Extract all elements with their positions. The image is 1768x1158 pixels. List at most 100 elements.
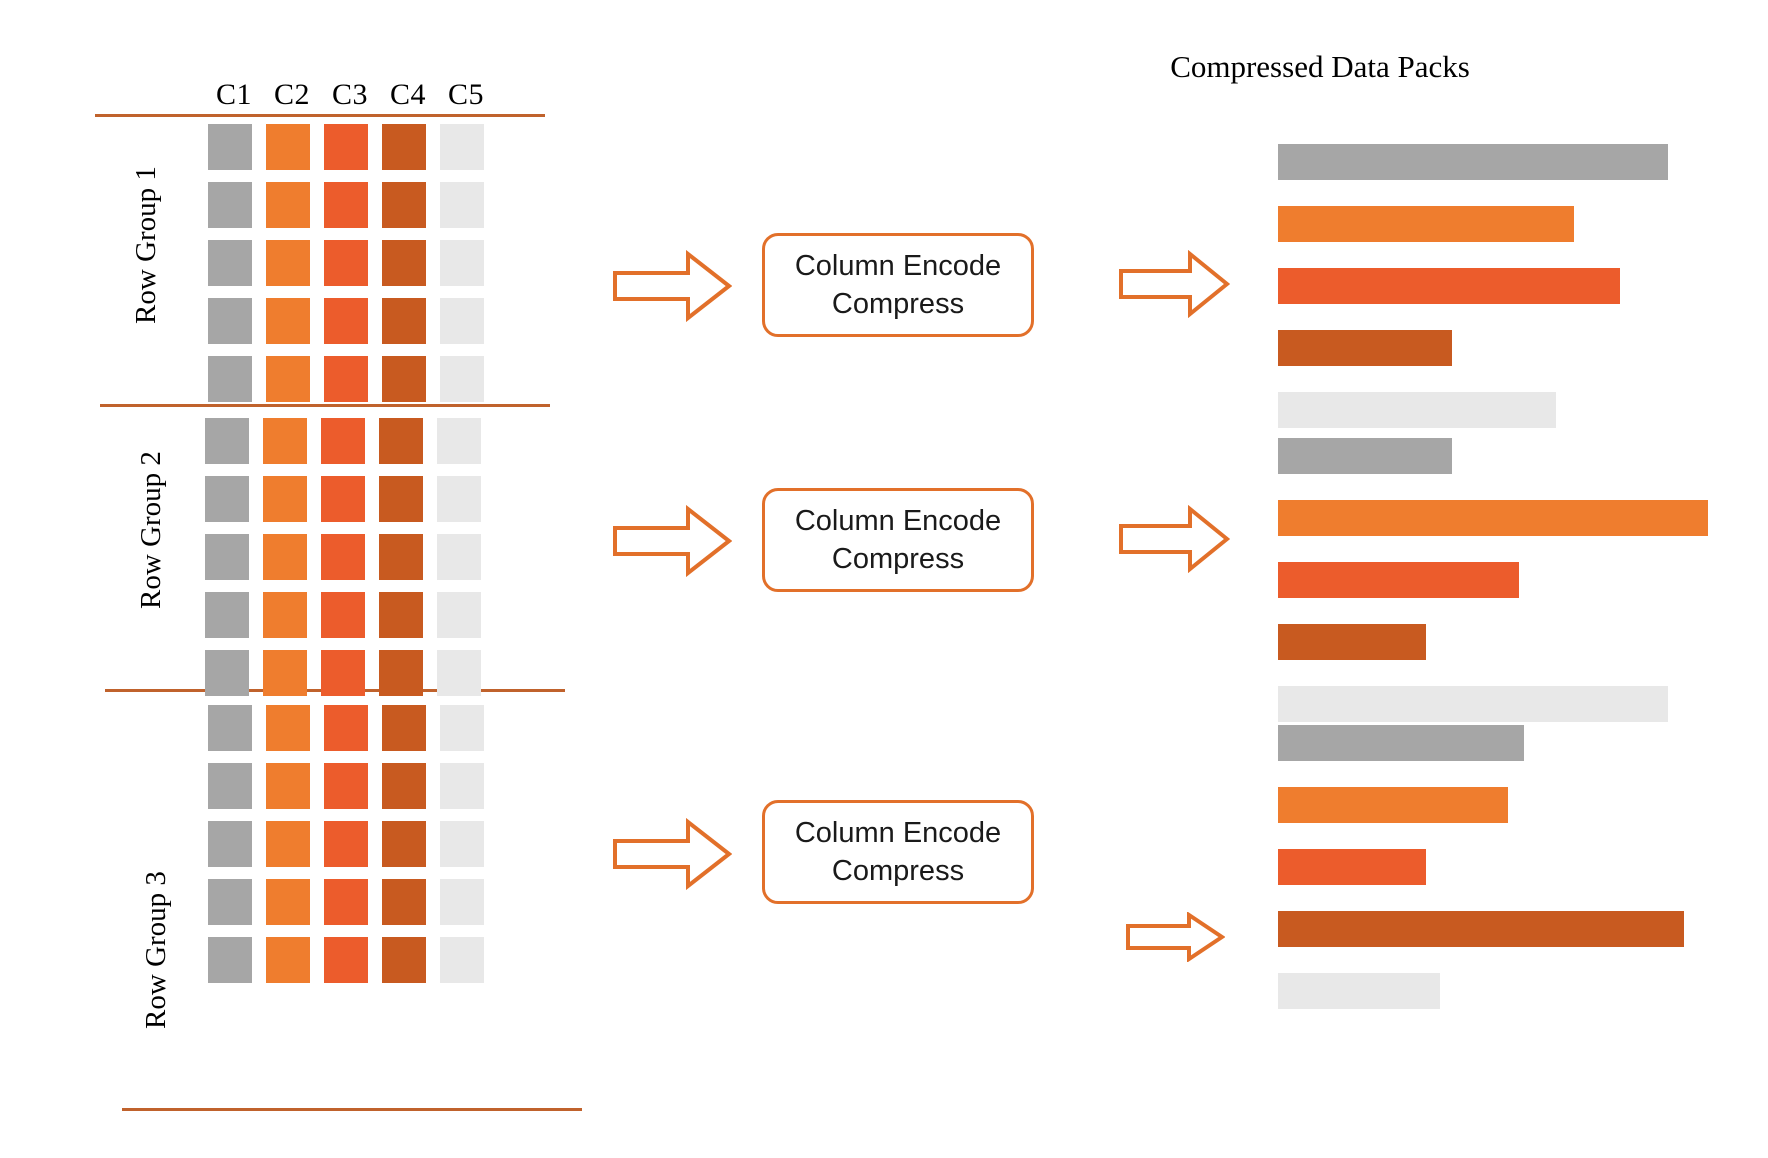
pack-bar-rg2-c4 — [1278, 624, 1426, 660]
cell-rg3-r3-c5 — [440, 821, 484, 867]
row-group-2-label: Row Group 2 — [135, 451, 167, 609]
pack-bar-rg3-c4 — [1278, 911, 1684, 947]
column-header-c2: C2 — [273, 78, 310, 111]
process-box-1-line1: Column Encode — [794, 250, 1002, 282]
cell-rg2-r1-c1 — [205, 418, 249, 464]
pack-bar-rg2-c3 — [1278, 562, 1519, 598]
cell-rg1-r1-c2 — [266, 124, 310, 170]
cell-rg1-r4-c5 — [440, 298, 484, 344]
arrow-right-icon — [1119, 505, 1230, 573]
process-box-3[interactable]: Column Encode Compress — [762, 800, 1034, 904]
process-box-2-line2: Compress — [831, 543, 965, 575]
cell-rg2-r2-c5 — [437, 476, 481, 522]
cell-rg1-r5-c1 — [208, 356, 252, 402]
cell-rg2-r3-c2 — [263, 534, 307, 580]
cell-rg2-r5-c2 — [263, 650, 307, 696]
pack-bar-rg2-c5 — [1278, 686, 1668, 722]
pack-bar-rg3-c2 — [1278, 787, 1508, 823]
cell-rg2-r4-c4 — [379, 592, 423, 638]
cell-rg3-r5-c4 — [382, 937, 426, 983]
pack-bar-rg3-c3 — [1278, 849, 1426, 885]
process-box-2[interactable]: Column Encode Compress — [762, 488, 1034, 592]
cell-rg2-r3-c3 — [321, 534, 365, 580]
packs-title: Compressed Data Packs — [1170, 49, 1470, 84]
cell-rg1-r3-c1 — [208, 240, 252, 286]
pack-group-1 — [1278, 144, 1668, 428]
cell-rg2-r1-c5 — [437, 418, 481, 464]
cell-rg3-r2-c3 — [324, 763, 368, 809]
cell-rg3-r4-c1 — [208, 879, 252, 925]
pack-bar-rg1-c1 — [1278, 144, 1668, 180]
row-group-1-grid — [208, 124, 484, 402]
column-header-c4: C4 — [389, 78, 426, 111]
cell-rg2-r2-c4 — [379, 476, 423, 522]
cell-rg2-r4-c2 — [263, 592, 307, 638]
process-box-2-line1: Column Encode — [794, 505, 1002, 537]
cell-rg3-r1-c4 — [382, 705, 426, 751]
column-header-row: C1 C2 C3 C4 C5 — [205, 78, 495, 112]
cell-rg1-r2-c5 — [440, 182, 484, 228]
row-group-divider-1 — [100, 404, 550, 407]
process-box-1-line2: Compress — [831, 288, 965, 320]
cell-rg1-r3-c3 — [324, 240, 368, 286]
cell-rg3-r2-c4 — [382, 763, 426, 809]
cell-rg1-r1-c3 — [324, 124, 368, 170]
row-group-3-label: Row Group 3 — [140, 871, 172, 1029]
pack-bar-rg1-c3 — [1278, 268, 1620, 304]
cell-rg3-r5-c2 — [266, 937, 310, 983]
row-group-divider-top — [95, 114, 545, 117]
input-arrow-3 — [612, 818, 732, 890]
cell-rg3-r4-c4 — [382, 879, 426, 925]
cell-rg3-r3-c3 — [324, 821, 368, 867]
process-box-3-line2: Compress — [831, 855, 965, 887]
cell-rg2-r5-c3 — [321, 650, 365, 696]
column-header-c1: C1 — [215, 78, 252, 111]
pack-group-3 — [1278, 725, 1684, 1009]
cell-rg2-r3-c1 — [205, 534, 249, 580]
cell-rg2-r3-c4 — [379, 534, 423, 580]
cell-rg3-r2-c1 — [208, 763, 252, 809]
row-group-divider-bottom — [122, 1108, 582, 1111]
cell-rg1-r5-c5 — [440, 356, 484, 402]
cell-rg1-r5-c2 — [266, 356, 310, 402]
output-arrow-2 — [1118, 505, 1230, 573]
pack-bar-rg2-c2 — [1278, 500, 1708, 536]
cell-rg1-r4-c4 — [382, 298, 426, 344]
cell-rg3-r1-c3 — [324, 705, 368, 751]
cell-rg1-r4-c3 — [324, 298, 368, 344]
pack-bar-rg1-c5 — [1278, 392, 1556, 428]
cell-rg2-r3-c5 — [437, 534, 481, 580]
cell-rg3-r5-c5 — [440, 937, 484, 983]
cell-rg2-r5-c5 — [437, 650, 481, 696]
cell-rg3-r3-c2 — [266, 821, 310, 867]
cell-rg2-r4-c1 — [205, 592, 249, 638]
pack-group-2 — [1278, 438, 1708, 722]
process-box-1[interactable]: Column Encode Compress — [762, 233, 1034, 337]
cell-rg2-r1-c3 — [321, 418, 365, 464]
cell-rg1-r2-c1 — [208, 182, 252, 228]
cell-rg2-r2-c2 — [263, 476, 307, 522]
process-box-3-line1: Column Encode — [794, 817, 1002, 849]
pack-bar-rg3-c1 — [1278, 725, 1524, 761]
pack-bar-rg1-c2 — [1278, 206, 1574, 242]
column-header-c3: C3 — [331, 78, 368, 111]
pack-bar-rg2-c1 — [1278, 438, 1452, 474]
cell-rg1-r2-c3 — [324, 182, 368, 228]
arrow-right-icon — [1126, 912, 1225, 962]
column-header-c5: C5 — [447, 78, 484, 111]
cell-rg3-r1-c1 — [208, 705, 252, 751]
arrow-right-icon — [613, 505, 732, 577]
cell-rg3-r5-c3 — [324, 937, 368, 983]
row-group-2-grid — [205, 418, 481, 696]
cell-rg1-r1-c5 — [440, 124, 484, 170]
input-arrow-1 — [612, 250, 732, 322]
cell-rg2-r5-c4 — [379, 650, 423, 696]
cell-rg1-r5-c3 — [324, 356, 368, 402]
row-group-3-grid — [208, 705, 484, 983]
cell-rg2-r4-c5 — [437, 592, 481, 638]
cell-rg2-r1-c4 — [379, 418, 423, 464]
cell-rg2-r5-c1 — [205, 650, 249, 696]
arrow-right-icon — [1119, 250, 1230, 318]
cell-rg3-r4-c3 — [324, 879, 368, 925]
